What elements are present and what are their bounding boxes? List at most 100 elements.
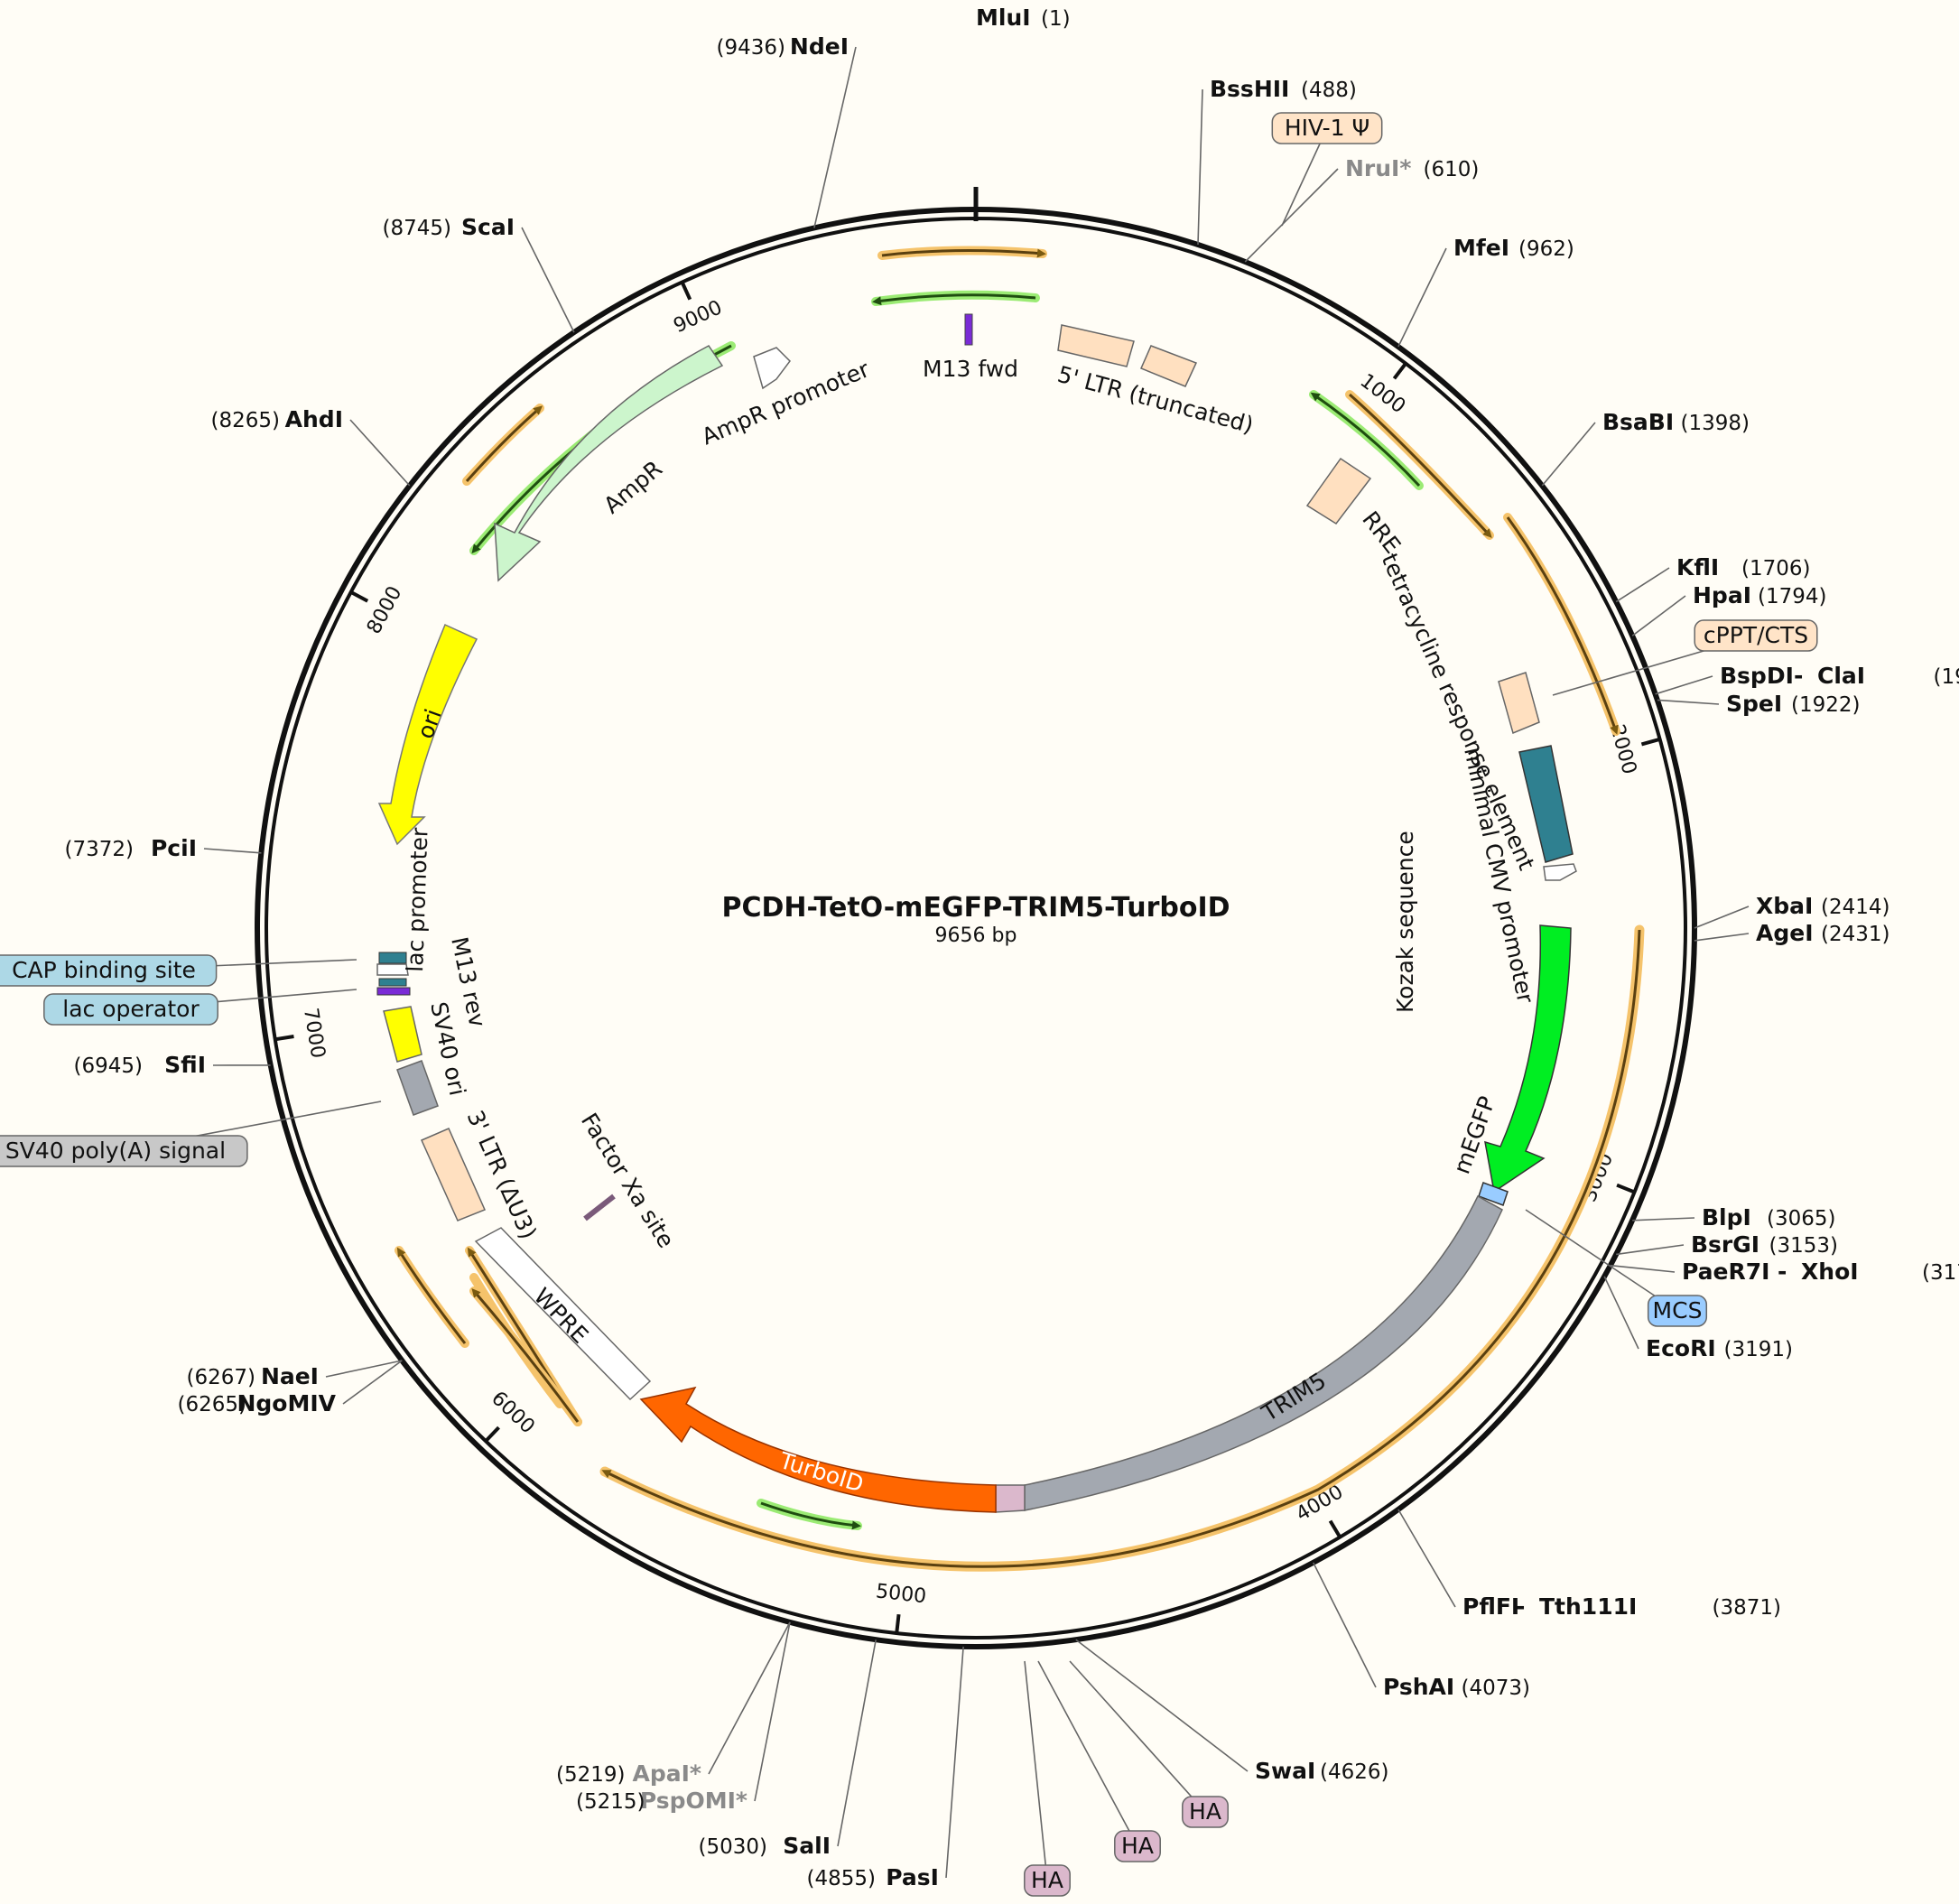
restriction-site[interactable]: SfiI(6945) [74, 1052, 206, 1078]
site-leader [325, 1360, 403, 1378]
site-name: PshAI [1383, 1674, 1454, 1700]
tag-box [1114, 1830, 1161, 1862]
site-leader [203, 848, 262, 854]
ltr5-feature-2 [1140, 345, 1198, 387]
tag-box [43, 993, 218, 1026]
site-name: SalI [783, 1833, 831, 1859]
tag-label: SV40 poly(A) signal [5, 1138, 226, 1164]
site-leader [1610, 1264, 1676, 1273]
restriction-site[interactable]: HpaI(1794) [1693, 582, 1826, 608]
tick-label: 5000 [875, 1580, 927, 1608]
site-name: XbaI [1756, 893, 1813, 919]
orf-left-top-core [465, 405, 543, 483]
site-position: (3871) [1713, 1596, 1781, 1620]
feature-tag[interactable]: SV40 poly(A) signal [0, 1135, 248, 1167]
restriction-site[interactable]: NgoMIV(6265) [178, 1390, 337, 1416]
restriction-site[interactable]: PspOMI*(5215) [576, 1788, 747, 1814]
site-name: BsaBI [1602, 409, 1674, 435]
sv40-ori-feature [383, 1006, 422, 1063]
restriction-site[interactable]: PshAI(4073) [1383, 1674, 1530, 1700]
restriction-site[interactable]: BlpI(3065) [1702, 1204, 1835, 1231]
restriction-site[interactable]: NaeI(6267) [187, 1363, 319, 1389]
tag-label: CAP binding site [12, 957, 196, 983]
rre-feature [1305, 457, 1372, 525]
restriction-site[interactable]: ApaI*(5219) [556, 1760, 701, 1787]
restriction-site[interactable]: SwaI(4626) [1255, 1758, 1388, 1784]
restriction-site[interactable]: NruI*(610) [1345, 155, 1479, 181]
tag-leader [1037, 1660, 1138, 1847]
orf-right-1-core [1349, 393, 1492, 538]
restriction-site[interactable]: NdeI(9436) [717, 33, 849, 60]
tick-mark [348, 590, 369, 603]
restriction-site[interactable]: -Tth111I [1516, 1593, 1637, 1620]
lac-promoter-feature [376, 963, 409, 976]
feature-tag[interactable]: HA [1024, 1864, 1071, 1897]
restriction-site[interactable]: AgeI(2431) [1756, 920, 1889, 946]
tag-label: HA [1031, 1867, 1063, 1893]
feature-tag[interactable]: lac operator [43, 993, 218, 1026]
site-leader [1694, 906, 1750, 929]
site-position: (4626) [1320, 1760, 1388, 1784]
orf-left-3-core [471, 1287, 580, 1423]
restriction-site[interactable]: EcoRI(3191) [1646, 1335, 1793, 1361]
restriction-site[interactable]: ScaI(8745) [383, 214, 515, 240]
tag-label: HA [1189, 1798, 1221, 1825]
restriction-site[interactable]: PciI(7372) [65, 835, 197, 861]
map-title: PCDH-TetO-mEGFP-TRIM5-TurboID [721, 892, 1230, 924]
restriction-site[interactable]: SalI(5030) [699, 1833, 831, 1859]
restriction-site[interactable]: MluI(1) [976, 5, 1071, 31]
site-name: SfiI [164, 1052, 206, 1078]
tick-label: 9000 [671, 296, 726, 338]
ha-tags-feature [995, 1484, 1026, 1513]
restriction-site[interactable]: KflI (1706) [1676, 554, 1810, 580]
feature-tag[interactable]: cPPT/CTS [1694, 619, 1818, 652]
restriction-site[interactable]: SpeI(1922) [1726, 691, 1860, 717]
tick-mark [1640, 737, 1662, 747]
site-position: (5219) [556, 1763, 625, 1787]
site-leader [1244, 168, 1339, 263]
site-position: (1706) [1741, 557, 1810, 580]
site-leader [1616, 1244, 1685, 1256]
site-leader [1657, 699, 1720, 705]
site-leader [837, 1639, 877, 1847]
orf-bottom-green [757, 1499, 862, 1530]
restriction-site[interactable]: BsrGI(3153) [1691, 1231, 1838, 1258]
orf-long-core [601, 929, 1641, 1568]
restriction-site[interactable]: AhdI(8265) [211, 406, 343, 432]
feature-tag[interactable]: HA [1182, 1796, 1229, 1828]
site-name: PaeR7I [1682, 1258, 1769, 1285]
features [376, 313, 1577, 1513]
feature-tag[interactable]: HIV-1 Ψ [1271, 112, 1383, 144]
site-name: NruI* [1345, 155, 1411, 181]
site-leader [1631, 595, 1686, 636]
restriction-site[interactable]: XbaI(2414) [1756, 893, 1889, 919]
orf-right-3-core [1506, 516, 1619, 735]
restriction-site[interactable]: BspDI(1917) [1720, 663, 1959, 689]
feature-tag[interactable]: HA [1114, 1830, 1161, 1862]
tick-mark [895, 1613, 901, 1635]
restriction-site[interactable]: BsaBI(1398) [1602, 409, 1750, 435]
site-leader [1075, 1639, 1249, 1772]
restriction-site[interactable]: BssHII(488) [1210, 76, 1357, 102]
restriction-site[interactable]: PasI(4855) [807, 1864, 939, 1890]
tag-box [0, 954, 218, 987]
site-name: KflI [1676, 554, 1719, 580]
label-factor-xa: Factor Xa site [576, 1109, 680, 1253]
site-separator: - [1794, 663, 1803, 689]
site-position: (1917) [1934, 665, 1959, 689]
feature-tag[interactable]: CAP binding site [0, 954, 218, 987]
feature-tag[interactable]: MCS [1647, 1295, 1708, 1327]
tag-box [1182, 1796, 1229, 1828]
site-leader [1615, 567, 1670, 603]
restriction-site[interactable]: MfeI(962) [1453, 235, 1574, 261]
restriction-site[interactable]: -XhoI [1778, 1258, 1859, 1285]
tag-label: HIV-1 Ψ [1285, 115, 1369, 141]
restriction-site[interactable]: -ClaI [1794, 663, 1865, 689]
site-name: PasI [886, 1864, 939, 1890]
site-position: (6265) [178, 1393, 246, 1416]
tag-label: cPPT/CTS [1704, 622, 1808, 648]
restriction-site[interactable]: PflFI(3871) [1462, 1593, 1781, 1620]
tick-label: 8000 [363, 582, 407, 637]
restriction-site[interactable]: PaeR7I(3174) [1682, 1258, 1959, 1285]
tick-mark [1392, 361, 1408, 380]
